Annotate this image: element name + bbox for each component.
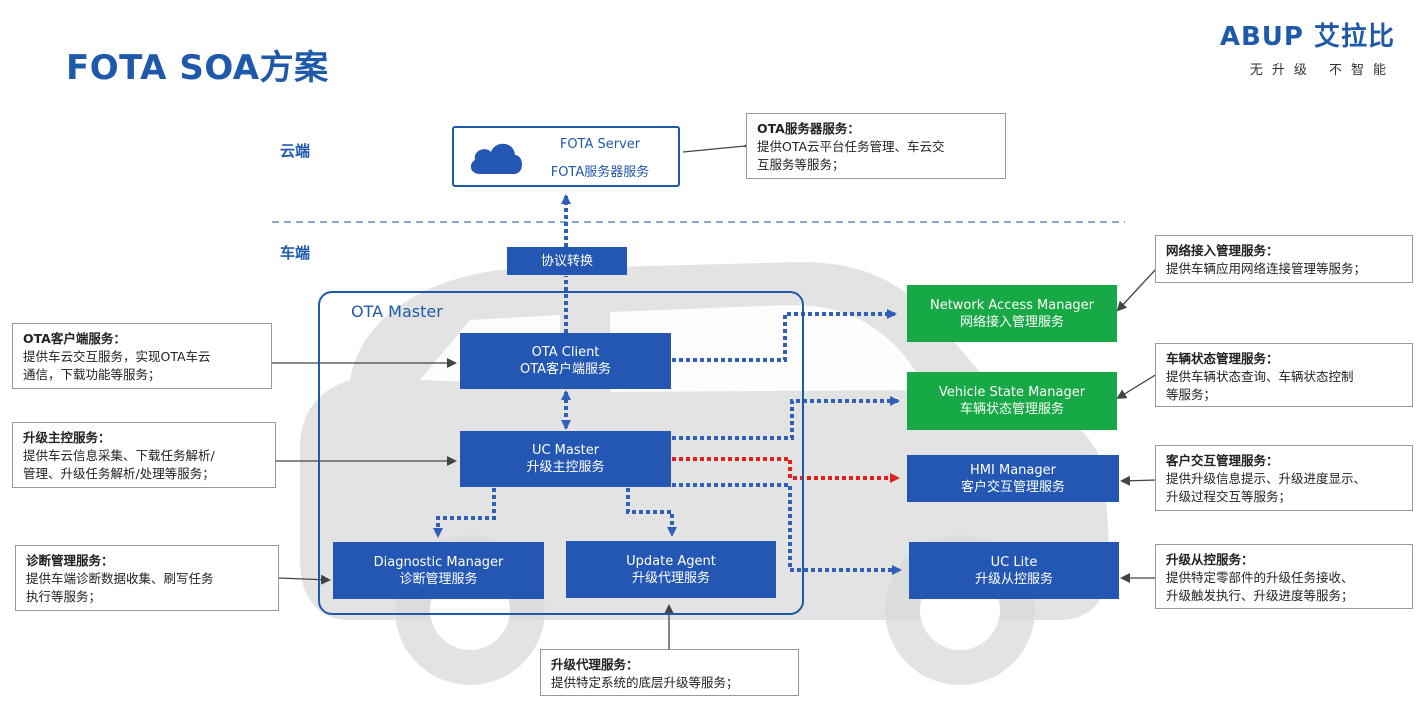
note-server: OTA服务器服务： 提供OTA云平台任务管理、车云交 互服务等服务； xyxy=(746,113,1006,179)
note-server-line1: 提供OTA云平台任务管理、车云交 xyxy=(757,139,945,154)
vehicle-state-manager-box: Vehicle State Manager 车辆状态管理服务 xyxy=(907,372,1117,430)
ota-client-name: OTA Client xyxy=(531,345,600,360)
ota-client-desc: OTA客户端服务 xyxy=(519,362,612,377)
note-uc-lite-line2: 升级触发执行、升级进度等服务； xyxy=(1166,588,1354,603)
ota-master-container xyxy=(318,291,804,615)
uc-master-desc: 升级主控服务 xyxy=(526,460,605,475)
note-network-line1: 提供车辆应用网络连接管理等服务； xyxy=(1166,261,1367,276)
diagnostic-manager-name: Diagnostic Manager xyxy=(373,554,504,570)
note-uc-master-line1: 提供车云信息采集、下载任务解析/ xyxy=(23,448,215,463)
note-vehicle-state-title: 车辆状态管理服务： xyxy=(1166,351,1279,366)
zone-cloud-label: 云端 xyxy=(280,142,311,160)
logo-brand: ABUP 艾拉比 xyxy=(1219,22,1395,52)
connector-client-network xyxy=(672,309,897,362)
note-vehicle-state: 车辆状态管理服务： 提供车辆状态查询、车辆状态控制 等服务； xyxy=(1155,343,1413,407)
note-hmi-line1: 提供升级信息提示、升级进度显示、 xyxy=(1166,471,1367,486)
hmi-manager-name: HMI Manager xyxy=(970,462,1056,478)
note-diagnostic-title: 诊断管理服务： xyxy=(26,553,114,568)
update-agent-name: Update Agent xyxy=(626,553,716,569)
protocol-conversion-box: 协议转换 xyxy=(507,247,627,275)
note-uc-lite-title: 升级从控服务： xyxy=(1166,552,1254,567)
note-network: 网络接入管理服务： 提供车辆应用网络连接管理等服务； xyxy=(1155,235,1413,283)
note-ota-client-line1: 提供车云交互服务，实现OTA车云 xyxy=(23,349,211,364)
uc-master-box: UC Master 升级主控服务 xyxy=(460,431,671,487)
connector-ucmaster-hmi xyxy=(672,457,900,483)
vehicle-state-manager-desc: 车辆状态管理服务 xyxy=(959,402,1064,417)
uc-master-name: UC Master xyxy=(531,443,600,458)
update-agent-box: Update Agent 升级代理服务 xyxy=(566,541,776,598)
update-agent-desc: 升级代理服务 xyxy=(631,570,710,586)
uc-lite-name: UC Lite xyxy=(990,554,1038,570)
note-diagnostic: 诊断管理服务： 提供车端诊断数据收集、刷写任务 执行等服务； xyxy=(15,545,279,611)
note-network-title: 网络接入管理服务： xyxy=(1166,243,1279,258)
note-update-agent-title: 升级代理服务： xyxy=(551,657,639,672)
note-arrow-server xyxy=(682,140,754,153)
vehicle-state-manager-name: Vehicle State Manager xyxy=(938,385,1086,400)
fota-server-box: FOTA Server FOTA服务器服务 xyxy=(452,126,680,187)
note-vehicle-state-line2: 等服务； xyxy=(1166,387,1217,402)
network-access-manager-name: Network Access Manager xyxy=(929,297,1095,313)
brand-logo: ABUP 艾拉比 无升级 不智能 xyxy=(1220,16,1395,78)
note-uc-master: 升级主控服务： 提供车云信息采集、下载任务解析/ 管理、升级任务解析/处理等服务… xyxy=(12,422,276,488)
uc-lite-box: UC Lite 升级从控服务 xyxy=(909,542,1119,599)
note-hmi: 客户交互管理服务： 提供升级信息提示、升级进度显示、 升级过程交互等服务； xyxy=(1155,445,1413,511)
note-server-title: OTA服务器服务： xyxy=(757,121,860,136)
diagnostic-manager-desc: 诊断管理服务 xyxy=(399,571,478,587)
note-arrow-hmi xyxy=(1120,475,1158,486)
note-uc-lite: 升级从控服务： 提供特定零部件的升级任务接收、 升级触发执行、升级进度等服务； xyxy=(1155,544,1413,609)
hmi-manager-desc: 客户交互管理服务 xyxy=(960,479,1065,495)
ota-master-label: OTA Master xyxy=(351,302,443,321)
diagnostic-manager-box: Diagnostic Manager 诊断管理服务 xyxy=(333,542,544,599)
page-title: FOTA SOA方案 xyxy=(66,48,329,88)
note-uc-master-title: 升级主控服务： xyxy=(23,430,111,445)
connector-ucmaster-vehiclestate xyxy=(672,396,900,440)
note-diagnostic-line1: 提供车端诊断数据收集、刷写任务 xyxy=(26,571,214,586)
note-ota-client-line2: 通信，下载功能等服务； xyxy=(23,367,161,382)
hmi-manager-box: HMI Manager 客户交互管理服务 xyxy=(907,455,1119,502)
logo-tagline: 无升级 不智能 xyxy=(1249,63,1395,78)
note-vehicle-state-line1: 提供车辆状态查询、车辆状态控制 xyxy=(1166,369,1354,384)
note-update-agent: 升级代理服务： 提供特定系统的底层升级等服务； xyxy=(540,649,799,696)
note-hmi-title: 客户交互管理服务： xyxy=(1166,453,1279,468)
cloud-icon xyxy=(470,143,522,174)
note-arrow-vehiclestate xyxy=(1116,373,1158,400)
note-uc-lite-line1: 提供特定零部件的升级任务接收、 xyxy=(1166,570,1354,585)
ota-client-box: OTA Client OTA客户端服务 xyxy=(460,333,671,389)
note-uc-master-line2: 管理、升级任务解析/处理等服务； xyxy=(23,466,215,481)
connector-ucmaster-uclite xyxy=(672,483,902,575)
note-update-agent-line1: 提供特定系统的底层升级等服务； xyxy=(551,675,739,690)
network-access-manager-desc: 网络接入管理服务 xyxy=(959,314,1064,330)
note-hmi-line2: 升级过程交互等服务； xyxy=(1166,489,1292,504)
note-ota-client-title: OTA客户端服务： xyxy=(23,331,126,346)
zone-vehicle-label: 车端 xyxy=(280,244,311,262)
connector-ucmaster-updateagent xyxy=(626,488,677,537)
note-server-line2: 互服务等服务； xyxy=(757,157,845,172)
fota-server-name: FOTA Server xyxy=(559,137,641,152)
note-arrow-network xyxy=(1116,267,1158,312)
uc-lite-desc: 升级从控服务 xyxy=(974,571,1053,587)
note-diagnostic-line2: 执行等服务； xyxy=(26,589,102,604)
protocol-conversion-label: 协议转换 xyxy=(540,253,593,269)
connector-ucmaster-diagnostic xyxy=(433,488,496,538)
network-access-manager-box: Network Access Manager 网络接入管理服务 xyxy=(907,285,1117,342)
fota-server-desc: FOTA服务器服务 xyxy=(550,165,650,180)
note-ota-client: OTA客户端服务： 提供车云交互服务，实现OTA车云 通信，下载功能等服务； xyxy=(12,323,272,389)
note-arrow-diagnostic xyxy=(278,574,331,585)
